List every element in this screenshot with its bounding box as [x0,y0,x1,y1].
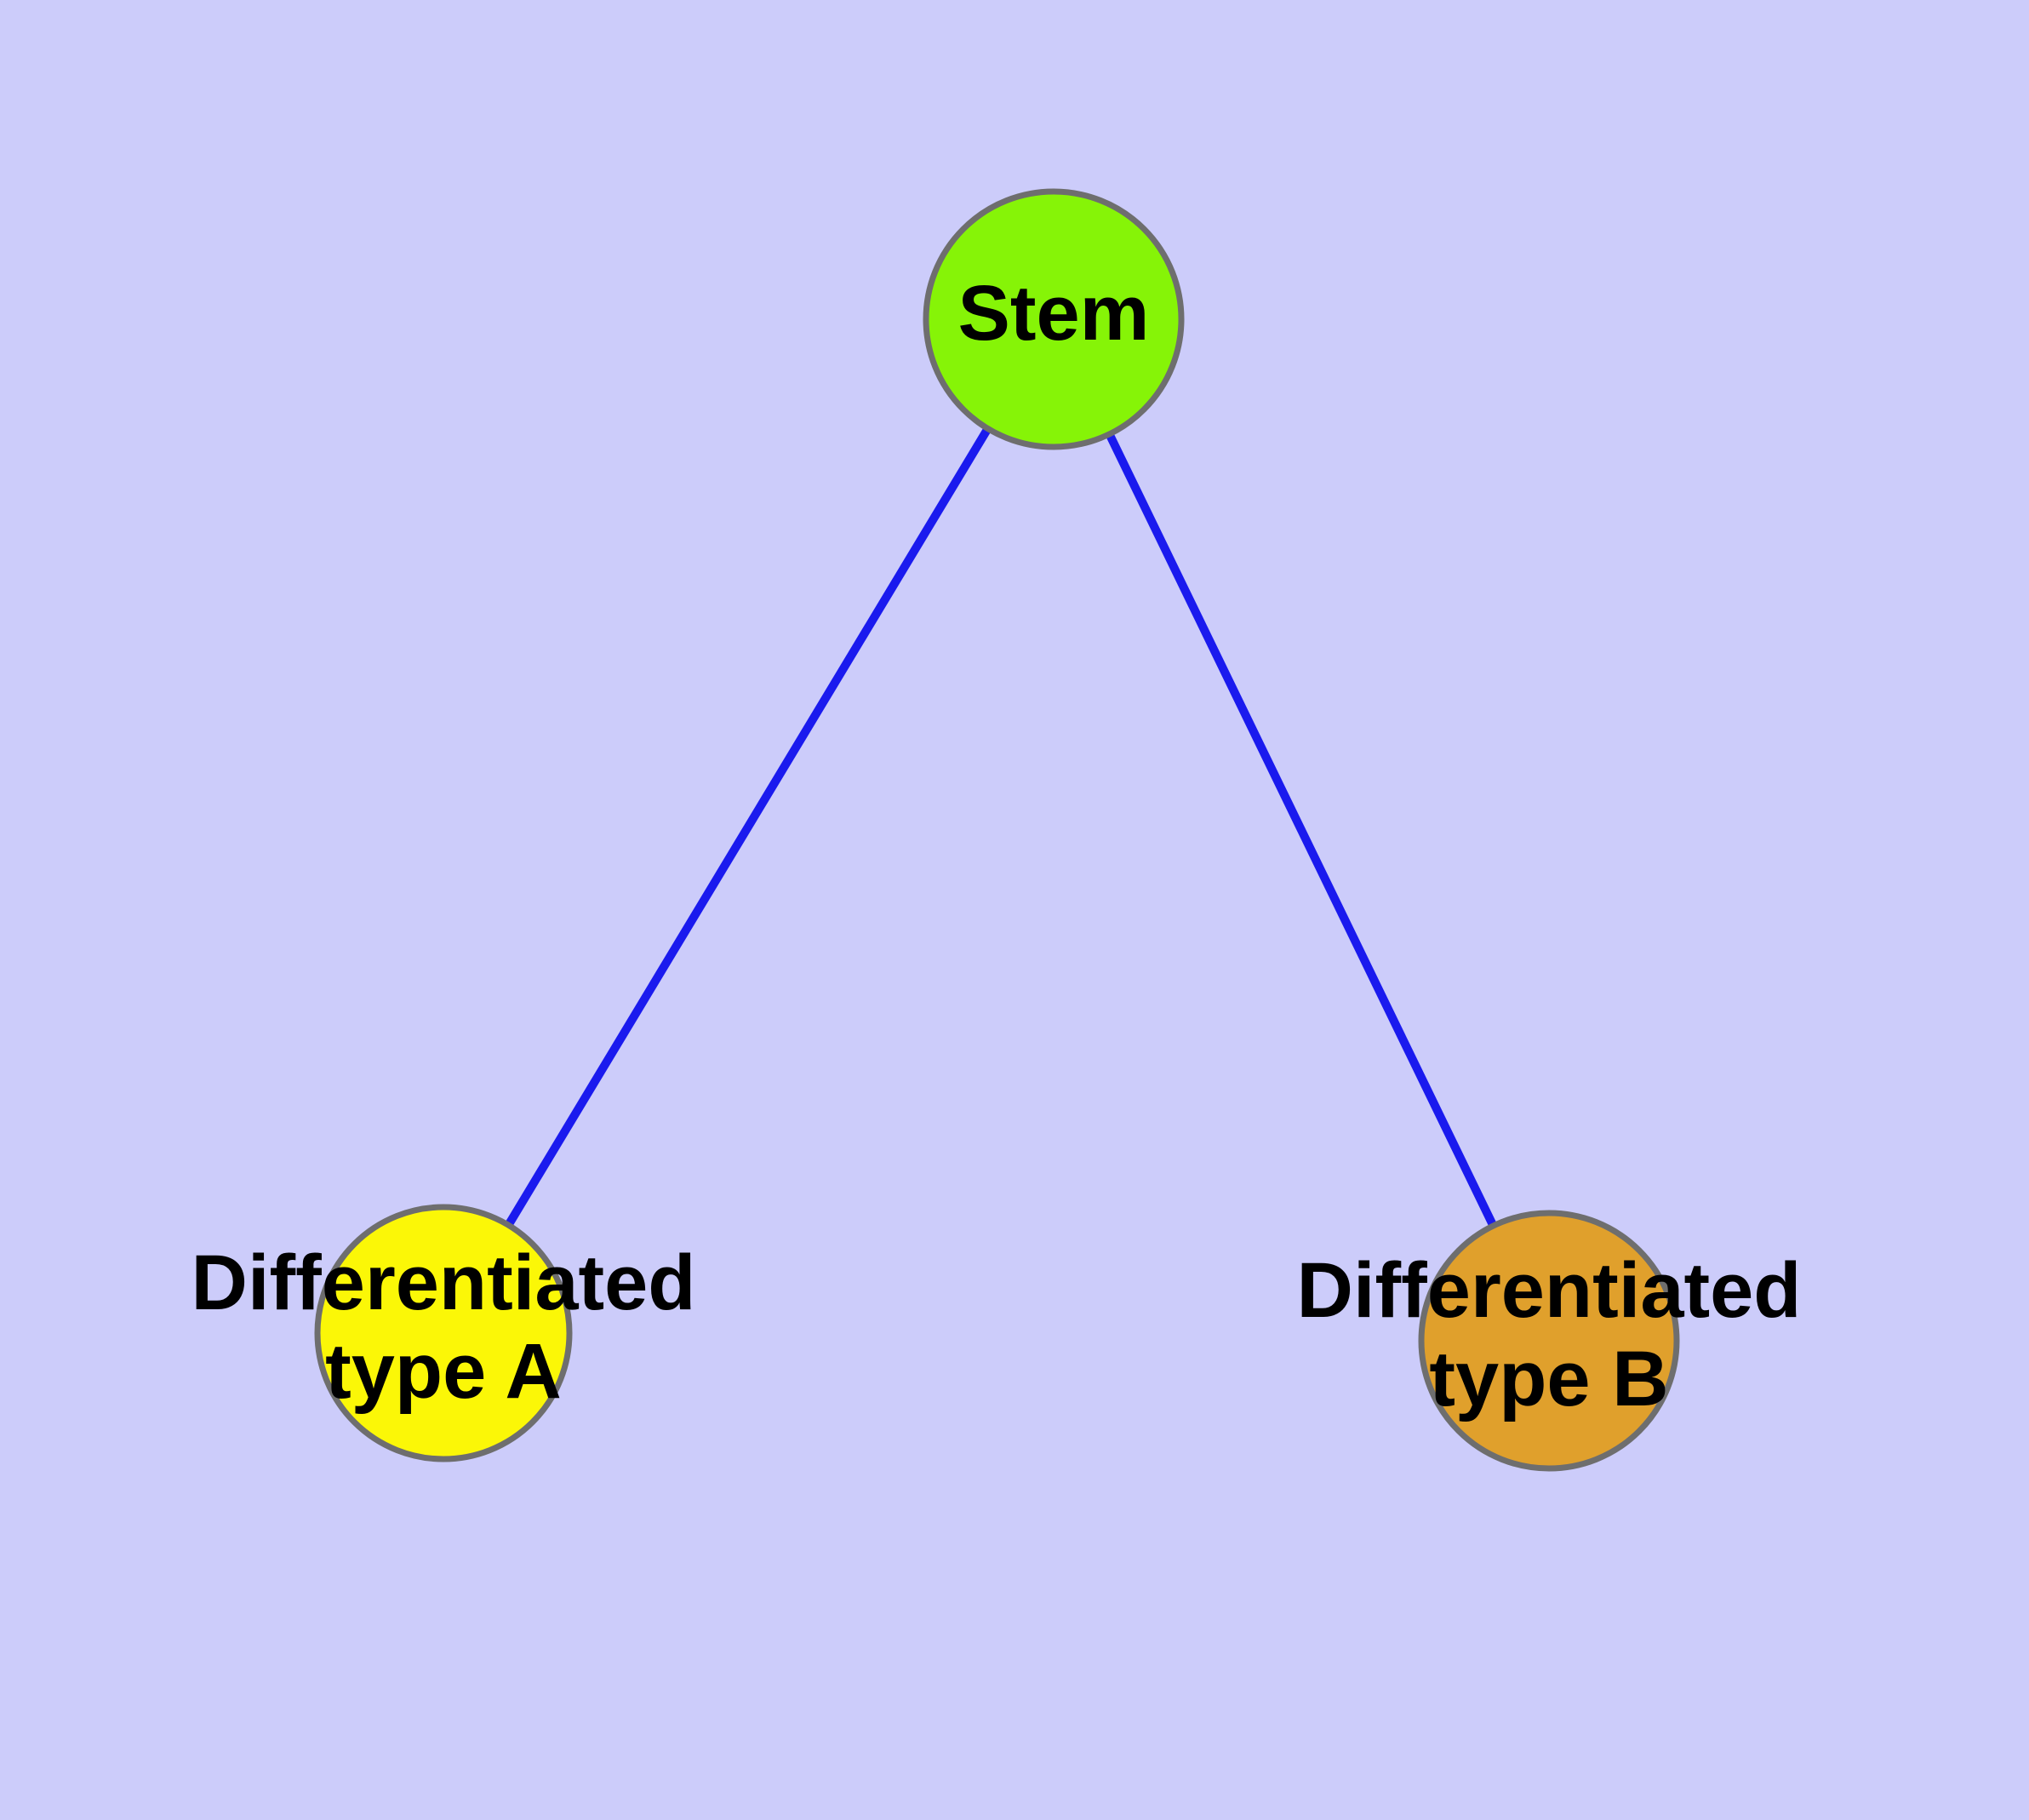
graph-node-label-line: type A [325,1328,562,1415]
graph-node-label-line: type B [1429,1336,1668,1422]
edges-layer [502,423,1499,1231]
graph-node-label-line: Stem [958,270,1150,357]
graph-node-label-stem: Stem [958,270,1150,357]
graph-edge-stem-to-b [1104,429,1499,1231]
nodes-layer [314,188,1680,1472]
graph-node-label-line: Differentiated [1297,1247,1802,1334]
graph-node-label-line: Differentiated [191,1239,696,1326]
graph-edge-stem-to-a [502,423,993,1231]
graph-node-stem[interactable] [923,188,1185,450]
graph-node-diff_b[interactable] [1418,1210,1680,1472]
graph-node-diff_a[interactable] [314,1204,573,1462]
